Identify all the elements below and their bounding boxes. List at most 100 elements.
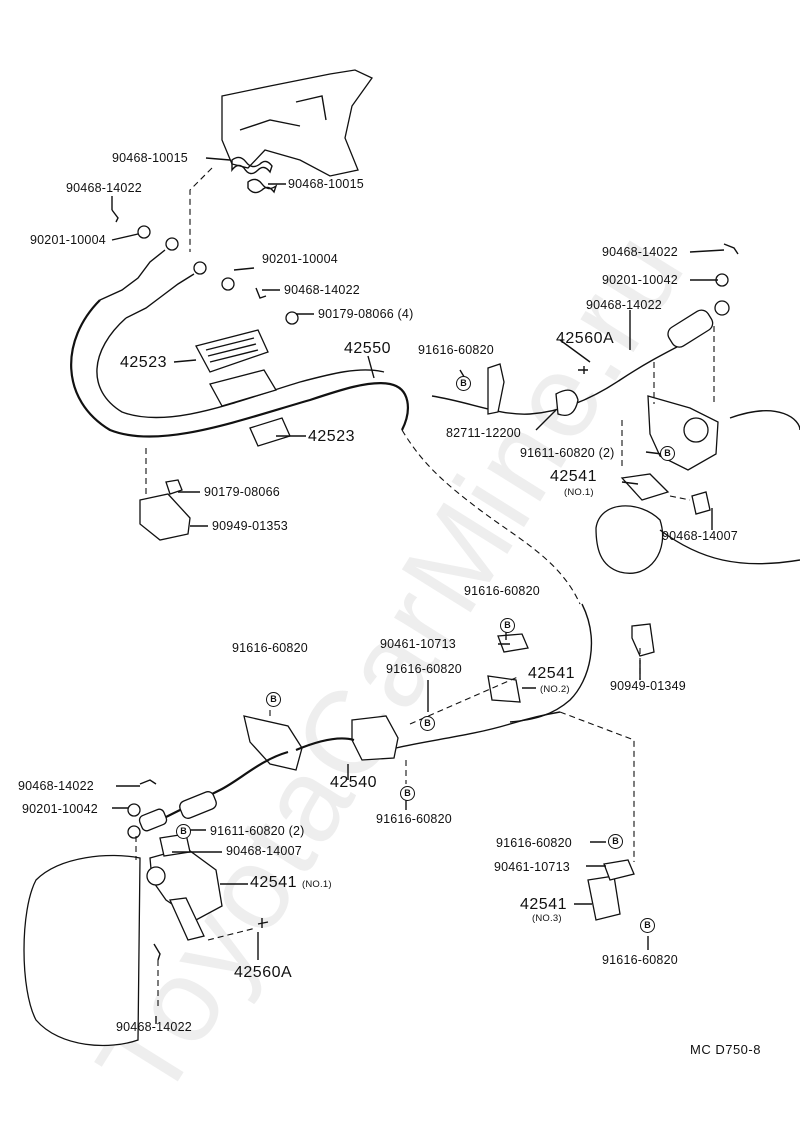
cotter-pin-lower-b (153, 943, 161, 961)
bolt-42560A-upper (578, 366, 588, 374)
label-91611-60820-2b: 91611-60820 (2) (210, 824, 305, 838)
label-42523-a: 42523 (120, 354, 167, 371)
diagram-code: MC D750-8 (690, 1042, 761, 1057)
drum-right (729, 410, 800, 431)
label-90179-08066-4: 90179-08066 (4) (318, 307, 414, 321)
equalizer-42540-left (243, 715, 303, 771)
cover-42523-a-grid (205, 337, 259, 363)
upper-cable-end-a (99, 249, 166, 301)
label-90468-14022-a: 90468-14022 (66, 181, 142, 195)
dash-leader-14 (669, 495, 691, 501)
lever-housing-rib (295, 95, 327, 121)
label-90201-10004-a: 90201-10004 (30, 233, 106, 247)
cotter-pin-a (111, 209, 119, 223)
cable-42550-center-dashed (401, 429, 581, 605)
label-90949-01349: 90949-01349 (610, 679, 686, 693)
drum-right-hub (683, 417, 709, 443)
bolt-marker-b: B (660, 446, 675, 461)
label-42541-no1-a: 42541 (550, 468, 597, 485)
bolt-marker-i: B (640, 918, 655, 933)
label-91616-60820-a: 91616-60820 (418, 343, 494, 357)
label-42560A-a: 42560A (556, 330, 615, 347)
label-42560A-b: 42560A (234, 964, 293, 981)
label-90201-10042-a: 90201-10042 (602, 273, 678, 287)
label-91616-60820-g: 91616-60820 (602, 953, 678, 967)
cable-42540-right-run (395, 711, 561, 749)
upper-cable-eye-b (193, 261, 207, 275)
bracket-42541-no3 (587, 875, 621, 921)
washer-90201-10004-b (221, 277, 235, 291)
bolt-marker-g: B (176, 824, 191, 839)
label-42541-no1-b: 42541 (250, 874, 297, 891)
label-42540: 42540 (330, 774, 377, 791)
cable-42550-left (70, 299, 409, 438)
eye-lower (127, 825, 141, 839)
lever-housing-slot (239, 119, 301, 131)
dash-leader-7 (559, 711, 635, 862)
leader-lines (111, 157, 725, 1024)
label-42541-no2: 42541 (528, 665, 575, 682)
label-90468-14022-d: 90468-14022 (586, 298, 662, 312)
label-90468-14007-a: 90468-14007 (662, 529, 738, 543)
lower-left-strut (169, 897, 205, 941)
cable-42541-right-run (509, 603, 593, 723)
label-82711-12200: 82711-12200 (446, 426, 521, 440)
label-42523-b: 42523 (308, 428, 355, 445)
upper-cable-eye-a (165, 237, 179, 251)
label-90201-10004-b: 90201-10004 (262, 252, 338, 266)
cotter-pin-lower (139, 779, 157, 785)
spring-clip-b (247, 178, 278, 194)
clamp-82711-12200 (555, 389, 579, 417)
drum-left (23, 854, 141, 1047)
cable-adjuster-right (667, 309, 714, 348)
label-91611-60820-2a: 91611-60820 (2) (520, 446, 615, 460)
bracket-90949-01353 (139, 493, 191, 541)
bracket-90949-01349 (631, 623, 655, 657)
label-90468-14022-e: 90468-14022 (18, 779, 94, 793)
adjuster-42540 (179, 791, 217, 819)
bracket-42541-no1-a (620, 473, 670, 501)
label-90468-10015-b: 90468-10015 (288, 177, 364, 191)
cover-42523-a (195, 329, 269, 373)
bolt-marker-a: B (456, 376, 471, 391)
spring-clip-a (231, 156, 273, 175)
bolt-marker-e: B (420, 716, 435, 731)
bolt-marker-d: B (266, 692, 281, 707)
label-42541-no1-a-sub: (NO.1) (564, 487, 594, 498)
washer-90201-10004-a (137, 225, 151, 239)
cable-42550-left-inner (96, 317, 385, 419)
cover-42523-c (249, 417, 291, 447)
label-42541-no3-sub: (NO.3) (532, 913, 562, 924)
bolt-42560A-lower (257, 918, 269, 928)
label-91616-60820-b: 91616-60820 (464, 584, 540, 598)
cover-42523-b (209, 369, 277, 407)
dash-leader-1 (189, 167, 213, 252)
dash-leader-11 (207, 927, 257, 941)
label-90468-14022-f: 90468-14022 (116, 1020, 192, 1034)
clip-90461-10713-b (603, 859, 635, 881)
backing-plate-right (595, 505, 664, 574)
label-90201-10042-b: 90201-10042 (22, 802, 98, 816)
cotter-pin-b (255, 287, 267, 299)
label-90461-10713-a: 90461-10713 (380, 637, 456, 651)
label-42541-no2-sub: (NO.2) (540, 684, 570, 695)
label-90468-14022-b: 90468-14022 (284, 283, 360, 297)
label-90468-10015-a: 90468-10015 (112, 151, 188, 165)
lower-left-hub (146, 866, 166, 886)
cotter-pin-right (723, 243, 739, 255)
label-90468-14007-b: 90468-14007 (226, 844, 302, 858)
nut-90179-08066 (165, 479, 183, 495)
bolt-marker-h: B (608, 834, 623, 849)
label-90949-01353: 90949-01353 (212, 519, 288, 533)
bracket-42541-no2 (487, 675, 521, 703)
label-42550: 42550 (344, 340, 391, 357)
nut-90179-08066-4 (285, 311, 299, 325)
cable-end-right-low (659, 529, 800, 565)
eye-right (714, 300, 730, 316)
label-91616-60820-d: 91616-60820 (386, 662, 462, 676)
cable-42540-left-run (159, 750, 289, 821)
upper-cable-end-b (125, 273, 195, 319)
cable-42540-main (295, 737, 355, 752)
clip-90461-10713-a (497, 633, 529, 653)
